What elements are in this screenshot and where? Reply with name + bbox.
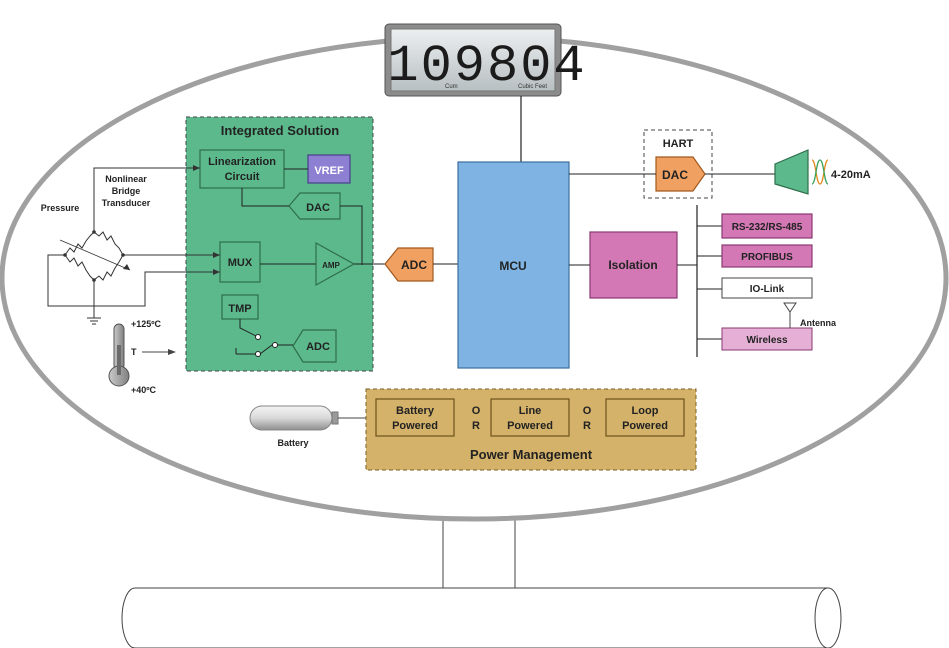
battery-icon: Battery [249, 405, 339, 448]
or-1-o: O [472, 405, 481, 417]
transducer-line1: Nonlinear [105, 174, 147, 184]
mcu-block: MCU [457, 161, 570, 369]
profibus-label: PROFIBUS [741, 252, 793, 263]
lcd-display: 109804 Cum Cubic Feet [384, 23, 586, 97]
integrated-dac: DAC [288, 192, 341, 220]
pipe [121, 515, 842, 648]
mux-block: MUX [219, 241, 261, 283]
integrated-dac-label: DAC [306, 202, 330, 214]
rs232-label: RS-232/RS-485 [732, 222, 803, 233]
mcu-label: MCU [499, 259, 526, 273]
iolink-label: IO-Link [750, 284, 785, 295]
or-2-r: R [583, 420, 591, 432]
wireless-label: Wireless [746, 335, 787, 346]
isolation-label: Isolation [608, 258, 657, 272]
integrated-adc-label: ADC [306, 341, 330, 353]
output-4-20ma-label: 4-20mA [831, 169, 871, 181]
mux-label: MUX [228, 257, 253, 269]
tmp-block: TMP [221, 294, 259, 320]
wireless-block: Wireless [721, 327, 813, 351]
line-powered-line2: Powered [507, 420, 553, 432]
hart-section: HART DAC [643, 129, 713, 199]
or-1-r: R [472, 420, 480, 432]
amp-label: AMP [322, 261, 340, 270]
isolation-block: Isolation [589, 231, 678, 299]
main-adc: ADC [384, 247, 434, 282]
power-management: Battery Powered O R Line Powered O R Loo… [365, 388, 697, 471]
rs232-block: RS-232/RS-485 [721, 213, 813, 239]
power-management-title: Power Management [470, 447, 593, 462]
amp-block: AMP [315, 241, 356, 287]
bridge-transducer: Nonlinear Bridge Transducer Pressure [41, 165, 220, 325]
main-adc-label: ADC [401, 258, 427, 272]
output-driver: 4-20mA [774, 149, 871, 195]
thermometer-icon: +125ºC +40ºC T [108, 319, 176, 395]
temp-low-label: +40ºC [131, 385, 157, 395]
pressure-label: Pressure [41, 203, 80, 213]
hart-dac-label: DAC [662, 168, 688, 182]
vref-block: VREF [307, 154, 351, 184]
loop-powered-line2: Powered [622, 420, 668, 432]
linearization-circuit: Linearization Circuit [199, 149, 285, 189]
tmp-label: TMP [228, 303, 251, 315]
lcd-unit-cum: Cum [445, 84, 458, 90]
antenna-icon: Antenna [783, 302, 837, 328]
linearization-line1: Linearization [208, 156, 276, 168]
temp-high-label: +125ºC [131, 319, 162, 329]
lcd-unit-cubic-feet: Cubic Feet [518, 84, 547, 90]
transducer-line2: Bridge [112, 186, 141, 196]
battery-powered-line1: Battery [396, 405, 435, 417]
profibus-block: PROFIBUS [721, 244, 813, 268]
transducer-line3: Transducer [102, 198, 151, 208]
linearization-line2: Circuit [225, 171, 260, 183]
battery-powered-line2: Powered [392, 420, 438, 432]
integrated-title: Integrated Solution [221, 123, 340, 138]
lcd-value: 109804 [387, 37, 586, 96]
iolink-block: IO-Link [721, 277, 813, 299]
or-2-o: O [583, 405, 592, 417]
integrated-solution: Integrated Solution Linearization Circui… [185, 116, 374, 372]
loop-powered-line1: Loop [632, 405, 659, 417]
battery-label: Battery [277, 438, 308, 448]
antenna-label: Antenna [800, 318, 837, 328]
temp-t-label: T [131, 347, 137, 357]
line-powered-line1: Line [519, 405, 542, 417]
hart-title: HART [663, 138, 694, 150]
integrated-adc: ADC [292, 329, 337, 363]
vref-label: VREF [314, 165, 344, 177]
